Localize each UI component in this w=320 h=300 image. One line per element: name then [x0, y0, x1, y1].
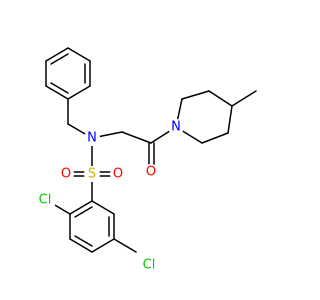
bond-inner [74, 206, 93, 218]
atom-label-o-carbonyl: O [146, 165, 156, 180]
bond [208, 90, 233, 107]
bond [113, 238, 137, 253]
bond [227, 105, 233, 134]
atom-label-o-sulfonyl-right: O [113, 167, 123, 182]
atom-o-sulfonyl-right: O [110, 166, 126, 182]
bond [231, 90, 257, 107]
atom-label-s-sulfonyl: S [88, 167, 96, 182]
bond [181, 90, 210, 100]
bond [91, 238, 115, 253]
molecule-structure: N N O S O O Cl Cl [35, 47, 257, 273]
bonds [45, 47, 257, 253]
atom-cl-meta: Cl [139, 258, 159, 273]
atom-o-carbonyl: O [143, 164, 159, 180]
bond [67, 47, 91, 62]
atom-label-cl-meta: Cl [143, 258, 156, 273]
atom-label-n-piperidine: N [171, 120, 181, 135]
atom-label-cl-ortho: Cl [39, 193, 52, 208]
bond [67, 85, 91, 100]
bond [69, 200, 93, 215]
atom-label-n-sulfonamide: N [87, 131, 97, 146]
atom-label-o-sulfonyl-left: O [61, 167, 71, 182]
bond-inner [50, 82, 69, 94]
bond [45, 85, 69, 100]
bond-inner [50, 53, 69, 65]
bond [121, 131, 152, 144]
atom-n-sulfonamide: N [84, 130, 100, 146]
atom-n-piperidine: N [168, 119, 184, 135]
atom-labels: N N O S O O Cl Cl [35, 119, 184, 273]
bond [45, 47, 69, 62]
atom-o-sulfonyl-left: O [58, 166, 74, 182]
atom-s-sulfonyl: S [84, 166, 100, 182]
bond-inner [74, 235, 93, 247]
bond [69, 238, 93, 253]
bond [201, 132, 229, 144]
atom-cl-ortho: Cl [35, 193, 55, 208]
bond [91, 200, 115, 215]
